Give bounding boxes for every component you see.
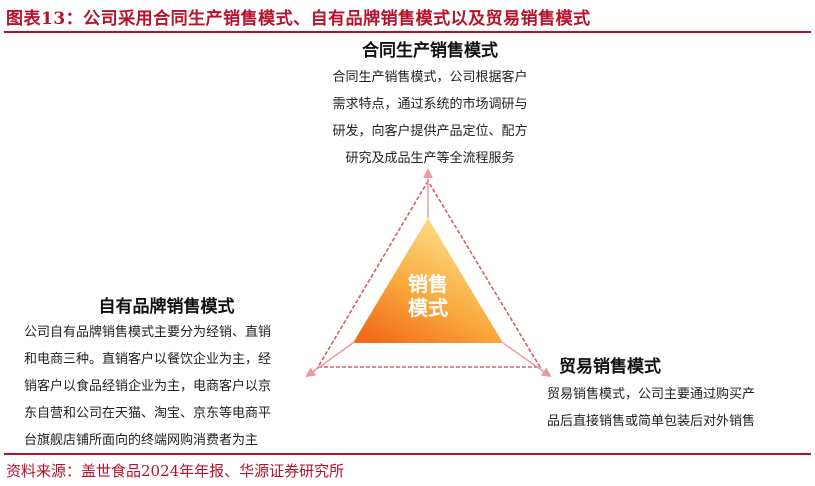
description-line: 贸易销售模式，公司主要通过购买产	[547, 387, 756, 402]
source-note: 资料来源：盖世食品2024年年报、华源证券研究所	[6, 462, 345, 480]
arrow-to-left	[305, 342, 354, 378]
trade-sales-heading: 贸易销售模式	[559, 357, 661, 377]
trade-sales-block: 贸易销售模式 贸易销售模式，公司主要通过购买产 品后直接销售或简单包装后对外销售	[547, 352, 797, 435]
center-label-line1: 销售	[408, 272, 448, 296]
source-divider	[4, 453, 811, 455]
description-line: 研究及成品生产等全流程服务	[345, 151, 515, 166]
title-divider	[4, 31, 811, 33]
center-label-line2: 模式	[408, 296, 448, 320]
description-line: 东自营和公司在天猫、淘宝、京东等电商平	[24, 406, 272, 421]
own-brand-heading: 自有品牌销售模式	[98, 297, 235, 317]
contract-production-block: 合同生产销售模式 合同生产销售模式，公司根据客户 需求特点，通过系统的市场调研与…	[300, 36, 560, 172]
description-line: 和电商三种。直销客户以餐饮企业为主，经	[24, 352, 272, 367]
center-triangle	[353, 218, 503, 343]
contract-production-heading: 合同生产销售模式	[362, 41, 498, 61]
description-line: 需求特点，通过系统的市场调研与	[332, 97, 528, 112]
trade-sales-description: 贸易销售模式，公司主要通过购买产 品后直接销售或简单包装后对外销售	[547, 381, 797, 435]
own-brand-block: 自有品牌销售模式 公司自有品牌销售模式主要分为经销、直销 和电商三种。直销客户以…	[24, 292, 309, 454]
arrow-to-right	[502, 342, 552, 378]
contract-production-description: 合同生产销售模式，公司根据客户 需求特点，通过系统的市场调研与 研发，向客户提供…	[300, 64, 560, 172]
own-brand-description: 公司自有品牌销售模式主要分为经销、直销 和电商三种。直销客户以餐饮企业为主，经 …	[24, 319, 309, 454]
outer-dashed-triangle	[316, 179, 542, 368]
description-line: 销客户以食品经销企业为主，电商客户以京	[24, 379, 272, 394]
description-line: 公司自有品牌销售模式主要分为经销、直销	[24, 325, 272, 340]
description-line: 合同生产销售模式，公司根据客户	[332, 70, 528, 85]
description-line: 品后直接销售或简单包装后对外销售	[547, 414, 756, 429]
center-label: 销售 模式	[388, 272, 468, 320]
figure-title: 图表13：公司采用合同生产销售模式、自有品牌销售模式以及贸易销售模式	[6, 9, 591, 29]
description-line: 台旗舰店铺所面向的终端网购消费者为主	[24, 433, 259, 448]
description-line: 研发，向客户提供产品定位、配方	[332, 124, 528, 139]
